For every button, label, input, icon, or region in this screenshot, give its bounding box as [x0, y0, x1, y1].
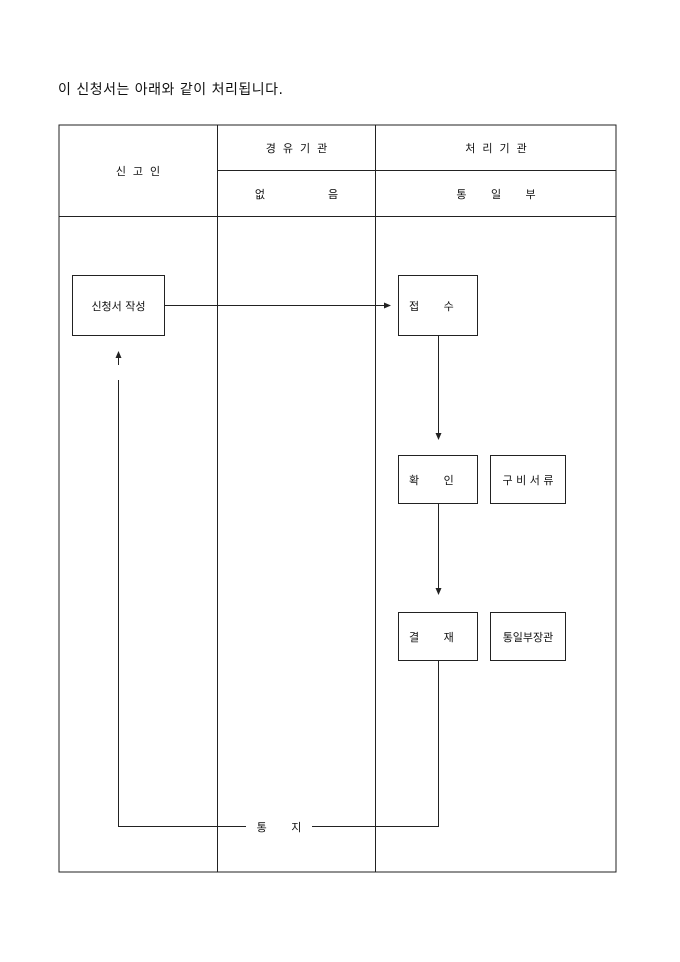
required-documents: 구 비 서 류: [490, 455, 566, 504]
step-approve: 결 재: [398, 612, 478, 661]
intro-text: 이 신청서는 아래와 같이 처리됩니다.: [58, 82, 284, 98]
via-agency-value: 없 음: [254, 187, 339, 201]
column-header-processing-agency: 처 리 기 관: [465, 141, 527, 155]
step-confirm: 확 인: [398, 455, 478, 504]
step-write-application: 신청서 작성: [72, 275, 165, 336]
step-notify-label: 통 지: [246, 818, 312, 836]
column-header-via-agency: 경 유 기 관: [265, 141, 328, 155]
step-receive: 접 수: [398, 275, 478, 336]
column-header-applicant: 신 고 인: [115, 164, 161, 178]
approver-minister: 통일부장관: [490, 612, 566, 661]
processing-agency-value: 통 일 부: [456, 187, 536, 201]
